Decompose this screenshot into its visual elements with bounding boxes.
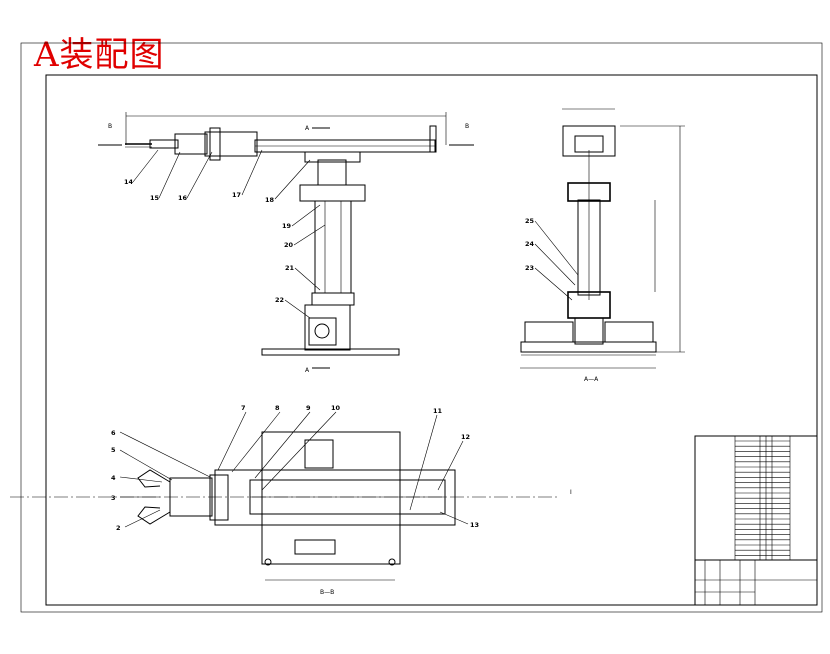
part-label: 6 <box>111 429 116 437</box>
part-label: 16 <box>178 194 188 202</box>
drawing-title: A装配图 <box>34 35 165 75</box>
section-b-left: B <box>108 123 112 130</box>
part-label: 15 <box>150 194 160 202</box>
title-block <box>694 435 818 606</box>
section-a-bottom: A <box>305 367 310 374</box>
inner-frame <box>45 74 818 606</box>
front-view: B B A A <box>98 112 474 374</box>
part-label: 23 <box>525 264 534 272</box>
part-label: 5 <box>111 446 116 454</box>
part-label: 4 <box>111 474 116 482</box>
part-label: 3 <box>111 494 116 502</box>
part-label: 12 <box>461 433 470 441</box>
part-label: 7 <box>241 404 246 412</box>
part-label: 17 <box>232 191 241 199</box>
part-label: 11 <box>433 407 443 415</box>
outer-frame <box>20 42 823 613</box>
section-b-right: B <box>465 123 469 130</box>
top-view-bb: B—B I <box>10 431 572 596</box>
part-label: 9 <box>306 404 311 412</box>
part-labels: 2 3 4 5 6 7 8 9 10 11 12 13 14 15 16 17 … <box>111 149 579 532</box>
part-label: 25 <box>525 217 535 225</box>
note-mark: I <box>570 489 572 496</box>
section-a-top: A <box>305 125 310 132</box>
part-label: 13 <box>470 521 479 529</box>
part-label: 21 <box>285 264 295 272</box>
part-label: 8 <box>275 404 280 412</box>
side-view-aa: A—A <box>520 108 685 383</box>
view-bb-caption: B—B <box>320 589 334 596</box>
part-label: 19 <box>282 222 292 230</box>
part-label: 18 <box>265 196 275 204</box>
part-label: 22 <box>275 296 284 304</box>
view-aa-caption: A—A <box>584 376 599 383</box>
parts-list-rows <box>735 440 790 556</box>
part-label: 2 <box>116 524 121 532</box>
part-label: 24 <box>525 240 535 248</box>
part-label: 10 <box>331 404 341 412</box>
part-label: 14 <box>124 178 134 186</box>
part-label: 20 <box>284 241 294 249</box>
